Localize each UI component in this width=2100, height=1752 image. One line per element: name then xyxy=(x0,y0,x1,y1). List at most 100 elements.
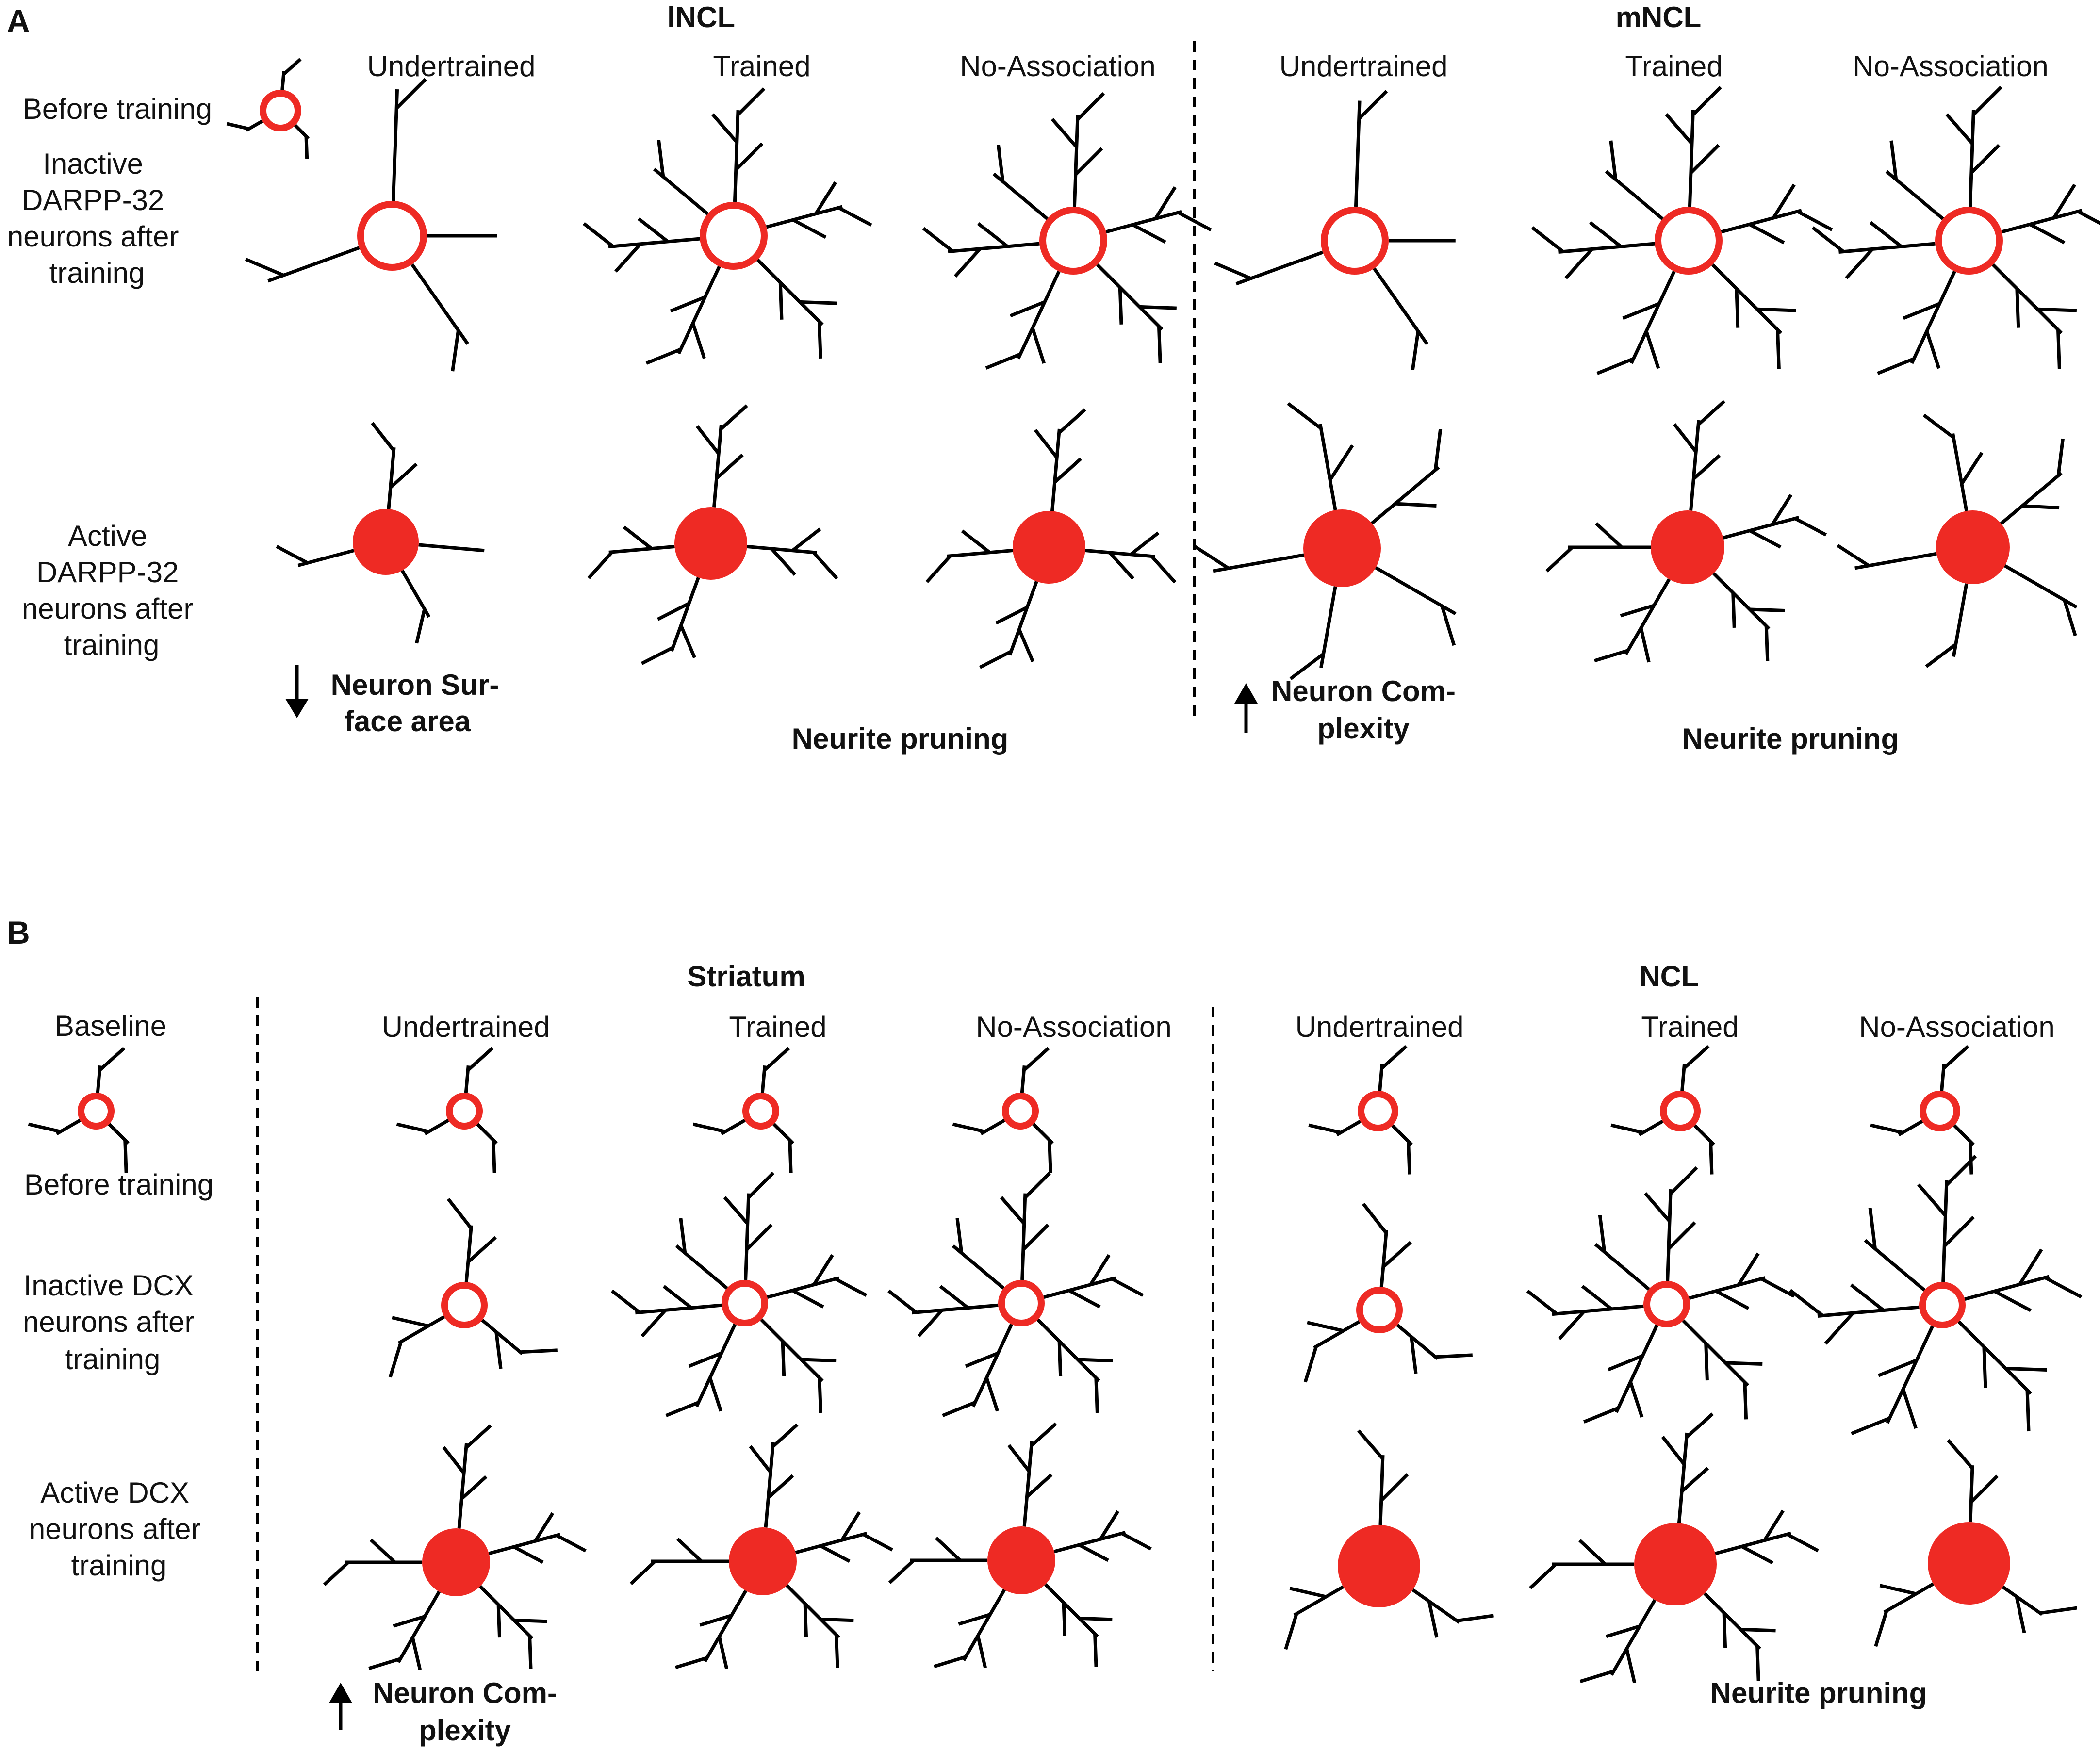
panel-b-col-undertrained-2: Undertrained xyxy=(1296,1011,1464,1043)
panel-a-note-surface-line1: Neuron Sur- xyxy=(331,669,499,701)
panel-b-col-undertrained-1: Undertrained xyxy=(382,1011,550,1043)
active-soma xyxy=(422,1528,490,1596)
panel-a-note-pruning-1: Neurite pruning xyxy=(792,722,1009,755)
panel-b-before-striatum-noassoc xyxy=(952,1047,1054,1173)
active-soma xyxy=(1303,509,1381,587)
panel-b-inactive-striatum-undertrained xyxy=(388,1197,558,1378)
panel-a-inactive-lncl-undertrained xyxy=(245,78,497,372)
inactive-soma xyxy=(700,202,768,270)
panel-a-inactive-mncl-noassoc xyxy=(1811,86,2100,375)
active-soma xyxy=(1651,510,1724,584)
panel-a-before-neuron xyxy=(226,58,310,159)
active-soma xyxy=(1634,1523,1717,1605)
panel-a-active-mncl-trained xyxy=(1545,400,1827,663)
panel-b-before-ncl-noassoc xyxy=(1870,1045,1975,1175)
panel-b-active-striatum-undertrained xyxy=(323,1424,587,1670)
inactive-soma xyxy=(722,1280,768,1326)
inactive-soma xyxy=(742,1093,779,1130)
panel-a-col-undertrained-1: Undertrained xyxy=(367,50,536,82)
panel-a-region-lncl: lNCL xyxy=(667,1,735,33)
active-soma xyxy=(1013,511,1085,584)
panel-a-note-surface-line2: face area xyxy=(345,705,471,737)
panel-b-letter: B xyxy=(7,915,30,950)
inactive-soma xyxy=(1002,1093,1039,1130)
panel-b-col-trained-2: Trained xyxy=(1641,1011,1739,1043)
panel-a-inactive-mncl-undertrained xyxy=(1214,90,1456,370)
panel-b-active-ncl-undertrained xyxy=(1284,1429,1494,1650)
panel-a-letter: A xyxy=(7,3,30,39)
panel-b-baseline-neuron xyxy=(28,1047,130,1173)
panel-a-inactive-mncl-trained xyxy=(1531,86,1833,375)
panel-a-inactive-lncl-noassoc xyxy=(922,92,1212,370)
panel-b-note-pruning: Neurite pruning xyxy=(1710,1677,1927,1709)
panel-b-inactive-ncl-undertrained xyxy=(1303,1202,1473,1383)
panel-b-note-complexity-line1: Neuron Com- xyxy=(373,1677,557,1709)
panel-b-col-noassoc-2: No-Association xyxy=(1859,1011,2055,1043)
inactive-soma xyxy=(1643,1281,1690,1327)
panel-b-before-striatum-trained xyxy=(692,1047,794,1173)
panel-b-region-striatum: Striatum xyxy=(687,960,805,993)
inactive-soma xyxy=(1358,1091,1398,1131)
panel-a-row-active-label: Active DARPP-32 neurons after training xyxy=(22,520,201,661)
inactive-soma xyxy=(1655,207,1723,275)
inactive-soma xyxy=(1356,1287,1403,1333)
active-soma xyxy=(353,509,419,575)
panel-b-region-ncl: NCL xyxy=(1639,960,1699,993)
panel-a-down-arrow-icon xyxy=(285,665,309,718)
inactive-soma xyxy=(1321,207,1389,275)
panel-a-active-mncl-undertrained xyxy=(1193,402,1457,680)
inactive-soma xyxy=(1935,207,2003,275)
active-soma xyxy=(987,1526,1055,1594)
panel-a-col-undertrained-2: Undertrained xyxy=(1280,50,1448,82)
panel-a-active-mncl-noassoc xyxy=(1837,413,2078,668)
inactive-soma xyxy=(1660,1091,1701,1131)
panel-a-col-noassoc-1: No-Association xyxy=(960,50,1156,82)
panel-a-active-lncl-undertrained xyxy=(276,422,485,644)
panel-a-up-arrow-icon xyxy=(1234,683,1258,733)
panel-b-inactive-striatum-trained xyxy=(611,1171,868,1417)
panel-a-active-lncl-noassoc xyxy=(925,408,1177,669)
panel-b-active-ncl-trained xyxy=(1529,1412,1819,1684)
panel-a-note-pruning-2: Neurite pruning xyxy=(1682,722,1899,755)
panel-b-before-ncl-undertrained xyxy=(1308,1045,1413,1175)
panel-a-inactive-lncl-trained xyxy=(582,87,872,365)
panel-a-col-noassoc-2: No-Association xyxy=(1853,50,2049,82)
panel-a-row-inactive-label: Inactive DARPP-32 neurons after training xyxy=(7,147,187,289)
panel-b-inactive-striatum-noassoc xyxy=(887,1171,1144,1417)
panel-a-col-trained-2: Trained xyxy=(1625,50,1723,82)
inactive-soma xyxy=(998,1280,1045,1326)
active-soma xyxy=(674,507,747,580)
panel-b-baseline-label: Baseline xyxy=(55,1010,166,1042)
panel-a-col-trained-1: Trained xyxy=(713,50,810,82)
panel-b-active-ncl-noassoc xyxy=(1874,1439,2077,1647)
active-soma xyxy=(729,1527,797,1595)
inactive-soma xyxy=(357,201,427,271)
panel-b-active-striatum-noassoc xyxy=(888,1422,1152,1669)
panel-b-note-complexity-line2: plexity xyxy=(419,1714,511,1747)
active-soma xyxy=(1928,1522,2010,1605)
panel-b-col-trained-1: Trained xyxy=(729,1011,826,1043)
panel-a-before-training-label: Before training xyxy=(23,93,212,125)
inactive-soma xyxy=(441,1282,488,1328)
panel-b-before-training-label: Before training xyxy=(24,1168,213,1201)
inactive-soma xyxy=(260,90,301,131)
panel-a-note-complexity-line1: Neuron Com- xyxy=(1271,675,1456,707)
neuron-drawings xyxy=(28,58,2100,1684)
inactive-soma xyxy=(446,1093,483,1130)
inactive-soma xyxy=(1919,1282,1966,1328)
active-soma xyxy=(1936,510,2010,584)
panel-b-inactive-ncl-noassoc xyxy=(1789,1155,2083,1436)
panel-b-inactive-ncl-trained xyxy=(1526,1166,1795,1424)
panel-b-col-noassoc-1: No-Association xyxy=(976,1011,1172,1043)
panel-a-note-complexity-line2: plexity xyxy=(1317,712,1410,745)
panel-b-active-striatum-trained xyxy=(629,1423,893,1670)
panel-b-up-arrow-icon xyxy=(329,1683,352,1730)
panel-a-region-mncl: mNCL xyxy=(1616,1,1702,33)
inactive-soma xyxy=(1039,207,1107,275)
inactive-soma xyxy=(78,1093,115,1130)
panel-b-before-striatum-undertrained xyxy=(396,1047,498,1173)
panel-b-before-ncl-trained xyxy=(1610,1045,1715,1175)
panel-a-active-lncl-trained xyxy=(587,404,838,665)
active-soma xyxy=(1338,1525,1420,1607)
